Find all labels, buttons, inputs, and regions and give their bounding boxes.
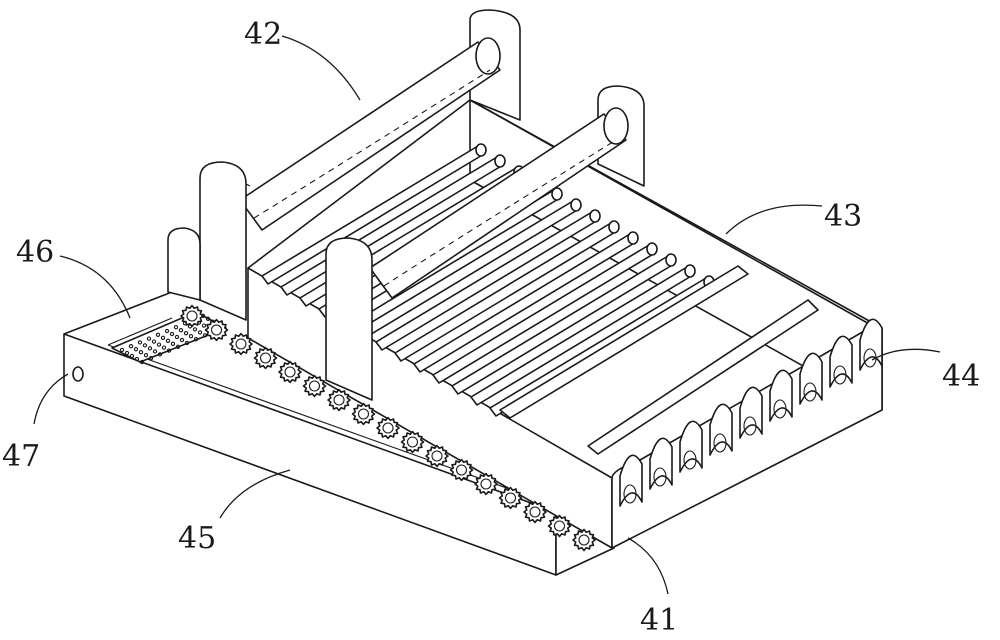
mesh-hole (138, 350, 144, 355)
cross-roller (451, 253, 677, 395)
left-post-3 (167, 227, 201, 301)
mesh-hole (175, 344, 181, 349)
gear (204, 318, 229, 342)
mesh-hole (166, 348, 172, 353)
label-43: 43 (824, 199, 862, 234)
gear (572, 528, 596, 552)
mesh-hole (178, 328, 184, 333)
mesh-hole (128, 344, 134, 349)
top-roller-2 (369, 107, 629, 299)
cross-roller (413, 231, 639, 373)
gear (425, 444, 449, 468)
trough-roller (619, 454, 643, 507)
gear (327, 388, 351, 412)
mesh-hole (148, 356, 154, 361)
left-post-2 (325, 237, 373, 401)
mesh-hole (134, 356, 140, 362)
trough-roller (709, 403, 733, 456)
mesh-hole (188, 334, 194, 339)
leader-47 (33, 373, 69, 425)
cross-roller (470, 264, 696, 406)
cross-roller (375, 209, 601, 351)
mesh-hole (197, 330, 203, 335)
leader-43 (725, 204, 823, 235)
mesh-hole (205, 316, 211, 321)
mesh-hole (119, 347, 125, 353)
mesh-hole (124, 350, 130, 356)
label-44: 44 (942, 359, 980, 394)
gear (376, 416, 400, 440)
mesh-hole (156, 342, 162, 347)
label-46: 46 (16, 235, 54, 270)
trough-roller (799, 352, 823, 405)
leader-41 (627, 537, 669, 595)
cross-roller (432, 242, 658, 384)
cross-rollers (261, 143, 715, 417)
gear (547, 514, 572, 538)
mesh-hole (133, 347, 139, 352)
gear (474, 472, 498, 496)
mesh-hole (183, 331, 189, 336)
label-41: 41 (640, 603, 678, 638)
trough-roller (739, 386, 763, 439)
gear (302, 374, 327, 398)
mesh-hole (147, 346, 153, 351)
gear (229, 332, 253, 356)
mesh-hole (161, 345, 167, 350)
gear (449, 458, 474, 482)
trough-rollers (619, 318, 883, 507)
trough-roller (679, 420, 703, 473)
mesh-hole (170, 341, 176, 346)
mesh-hole (129, 353, 135, 359)
mesh-hole (193, 337, 199, 342)
mesh-hole (143, 353, 149, 358)
mesh-hole (184, 340, 190, 346)
left-post-1 (199, 161, 251, 321)
leader-46 (59, 255, 131, 319)
trough-roller (769, 369, 793, 422)
gear (498, 486, 523, 510)
mesh-hole (137, 340, 143, 345)
label-47: 47 (2, 439, 40, 474)
gear (523, 500, 547, 524)
gear (253, 346, 278, 370)
mesh-hole (152, 349, 158, 354)
gear (400, 430, 425, 454)
mesh-hole (157, 352, 163, 357)
drain-hole (72, 366, 84, 382)
gear (278, 360, 302, 384)
trough-roller (649, 437, 673, 490)
mesh-hole (174, 334, 180, 340)
gear (351, 402, 376, 426)
gear-chain (180, 304, 596, 552)
leader-44 (871, 348, 941, 361)
mesh-hole (173, 325, 179, 330)
mesh-hole (142, 343, 148, 348)
leader-45 (219, 469, 291, 519)
mesh-hole (151, 339, 157, 344)
mesh-hole (160, 335, 166, 340)
label-42: 42 (244, 17, 282, 52)
leader-42 (281, 35, 361, 101)
mesh-hole (192, 327, 198, 332)
leader-lines (33, 35, 941, 595)
mesh-hole (146, 336, 152, 341)
mesh-hole (165, 338, 171, 343)
trough-roller (859, 318, 883, 371)
top-roller-1 (239, 37, 501, 231)
cross-roller (394, 220, 620, 362)
label-45: 45 (178, 521, 216, 556)
mesh-hole (139, 359, 145, 365)
mesh-hole (201, 323, 207, 328)
mesh-hole (155, 332, 161, 337)
mesh-hole (164, 328, 170, 334)
gear (180, 304, 204, 328)
slats (499, 265, 819, 455)
cross-roller (261, 143, 487, 285)
mesh-hole (169, 331, 175, 337)
mesh-hole (179, 337, 185, 343)
trough-roller (829, 335, 853, 388)
